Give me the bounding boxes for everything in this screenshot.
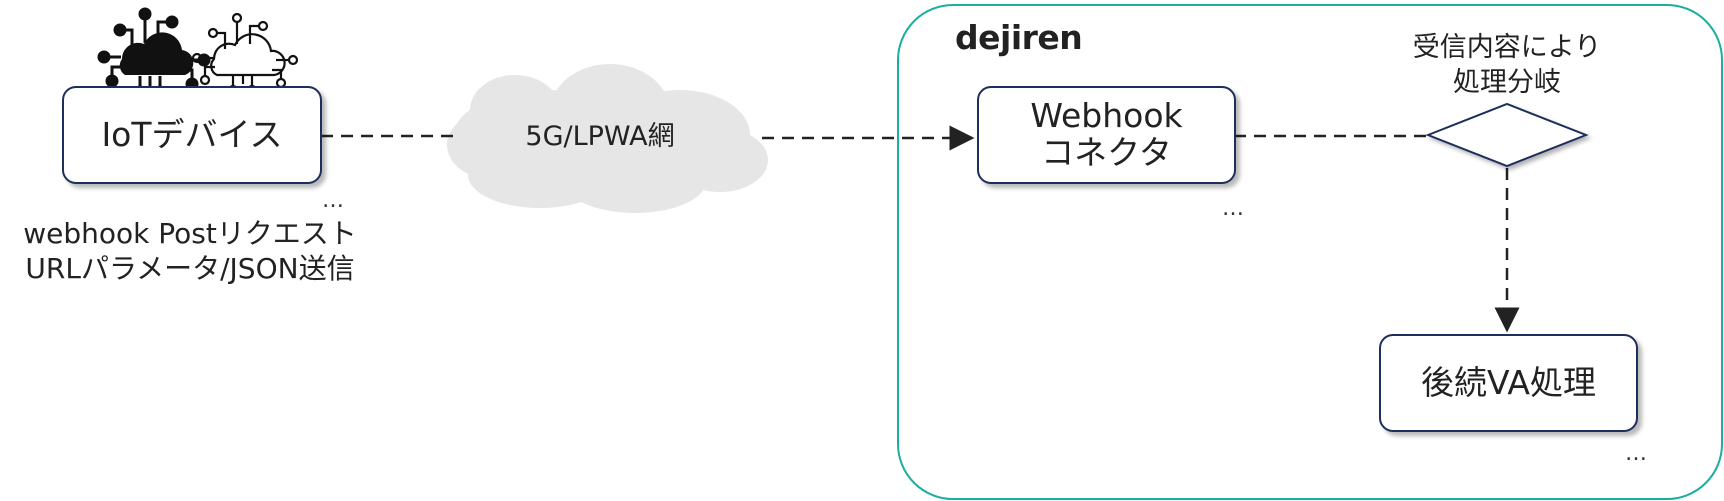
platform-container	[897, 4, 1723, 500]
iot-caption-line2: URLパラメータ/JSON送信	[25, 252, 355, 285]
connector-ellipsis: …	[1222, 196, 1245, 221]
iot-caption: webhook Postリクエスト URLパラメータ/JSON送信	[10, 216, 370, 286]
decision-diamond	[1425, 102, 1589, 168]
followup-ellipsis: …	[1625, 441, 1648, 466]
cloud-circuit-filled-icon	[97, 7, 211, 99]
decision-label: 受信内容により 処理分岐	[1380, 30, 1634, 100]
webhook-connector-node: Webhook コネクタ	[977, 86, 1236, 184]
iot-device-label: IoTデバイス	[101, 114, 283, 154]
network-label: 5G/LPWA網	[525, 121, 675, 152]
iot-device-node: IoTデバイス	[62, 86, 322, 184]
dejiren-logo: dejiren	[955, 18, 1083, 57]
connector-label-line2: コネクタ	[1041, 133, 1172, 172]
followup-label: 後続VA処理	[1420, 362, 1597, 402]
network-cloud	[447, 64, 768, 213]
decision-label-line2: 処理分岐	[1453, 67, 1561, 98]
followup-va-node: 後続VA処理	[1379, 334, 1638, 432]
cloud-circuit-outline-icon	[191, 12, 299, 96]
connector-label-line1: Webhook	[1030, 96, 1183, 136]
iot-device-ellipsis: …	[322, 188, 345, 213]
decision-label-line1: 受信内容により	[1412, 32, 1602, 63]
iot-caption-line1: webhook Postリクエスト	[23, 217, 357, 250]
